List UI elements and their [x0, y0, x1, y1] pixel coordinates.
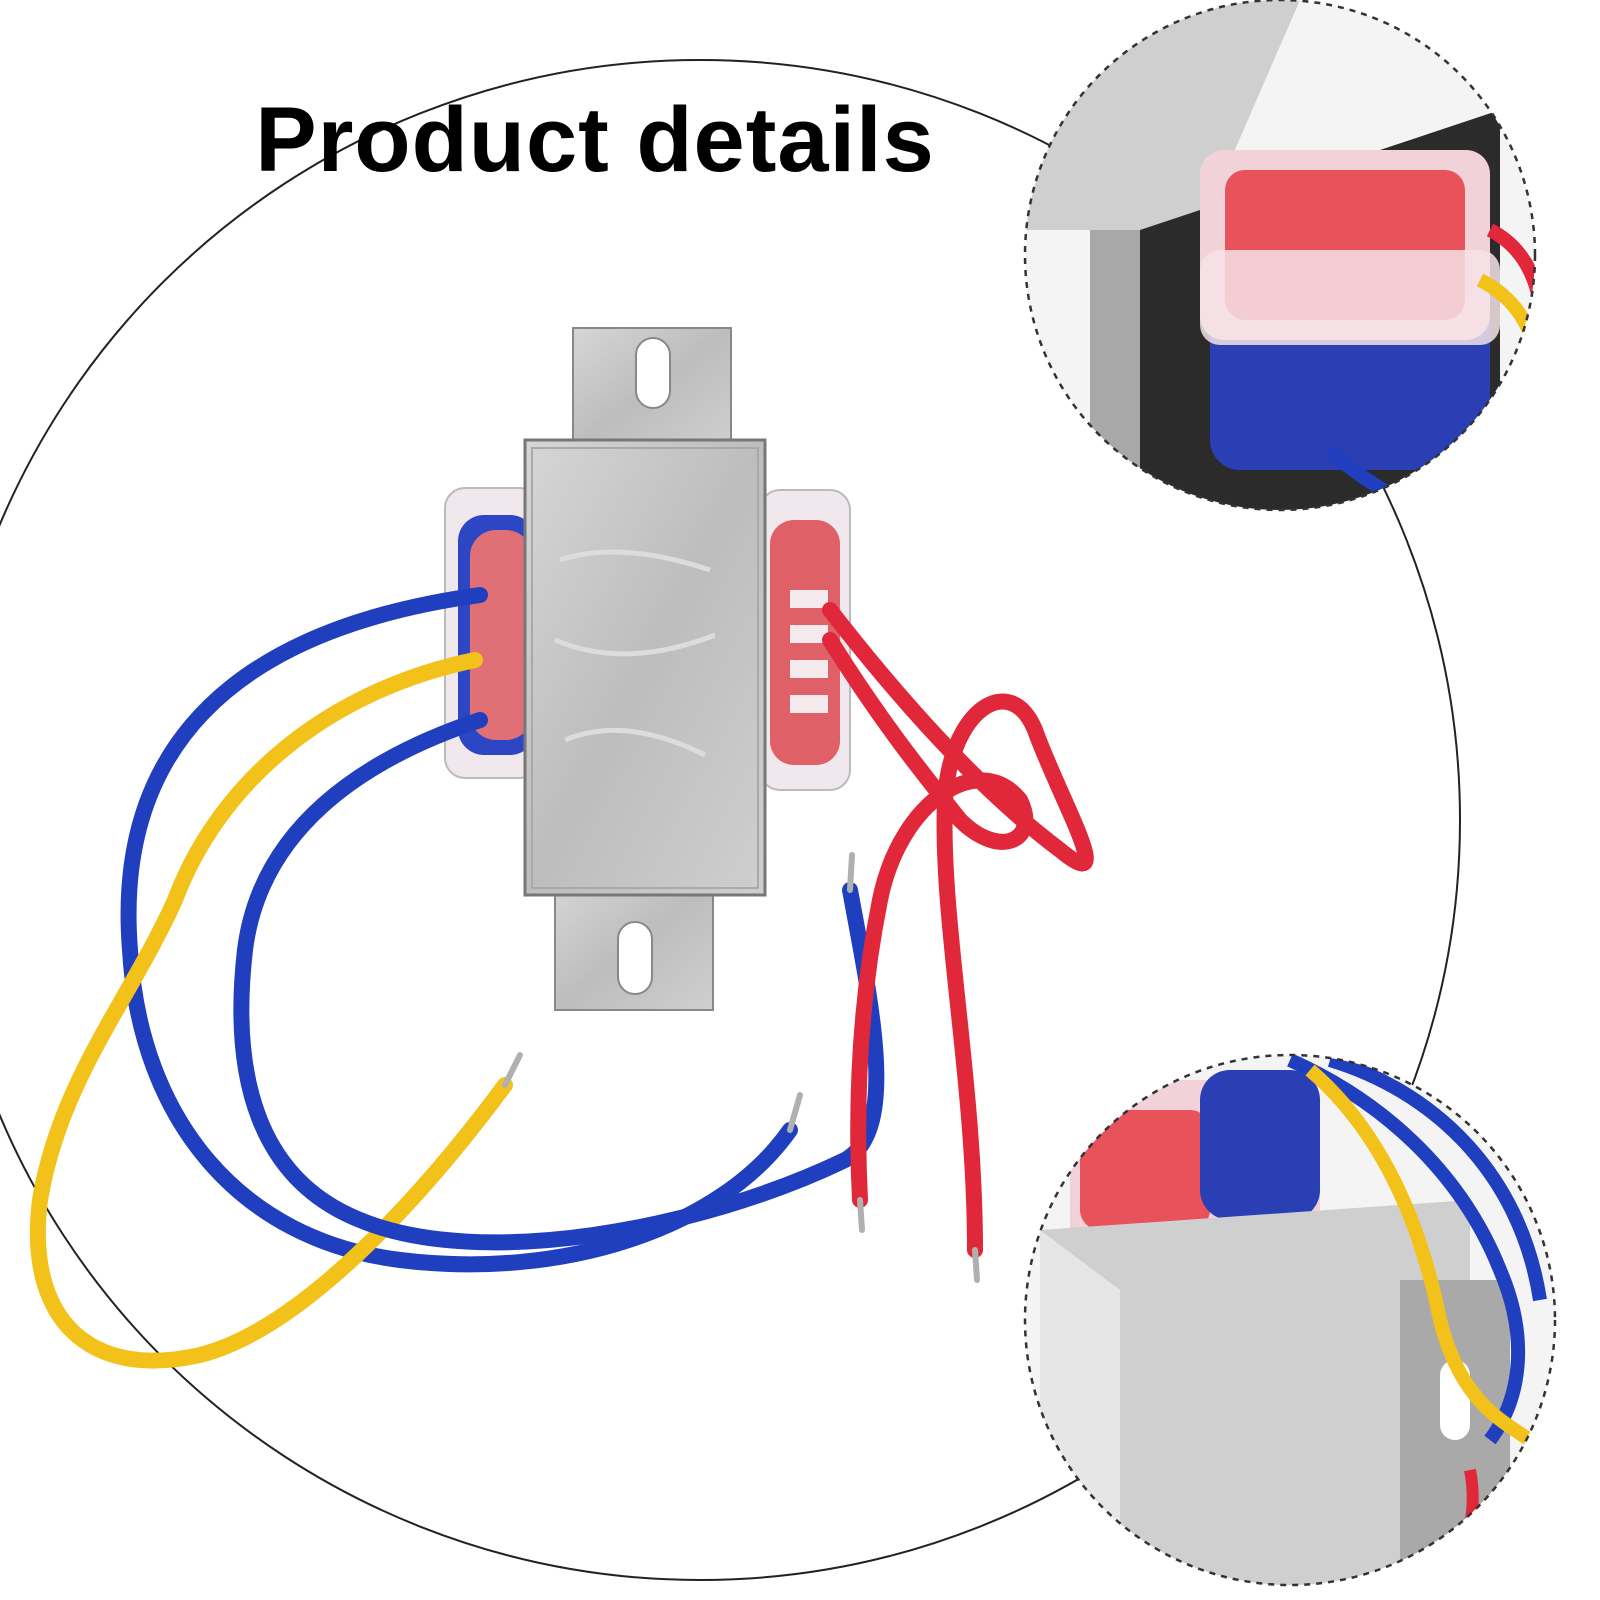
detail-bottom-outline — [1023, 1053, 1557, 1587]
main-circle-outline — [0, 59, 1461, 1581]
detail-top-outline — [1023, 0, 1537, 512]
bracket-closeup-image — [1025, 1055, 1555, 1585]
page-title: Product details — [255, 89, 935, 191]
wires — [29, 587, 1094, 1369]
transformer-image — [444, 327, 851, 1011]
coil-closeup-image — [1025, 0, 1535, 510]
